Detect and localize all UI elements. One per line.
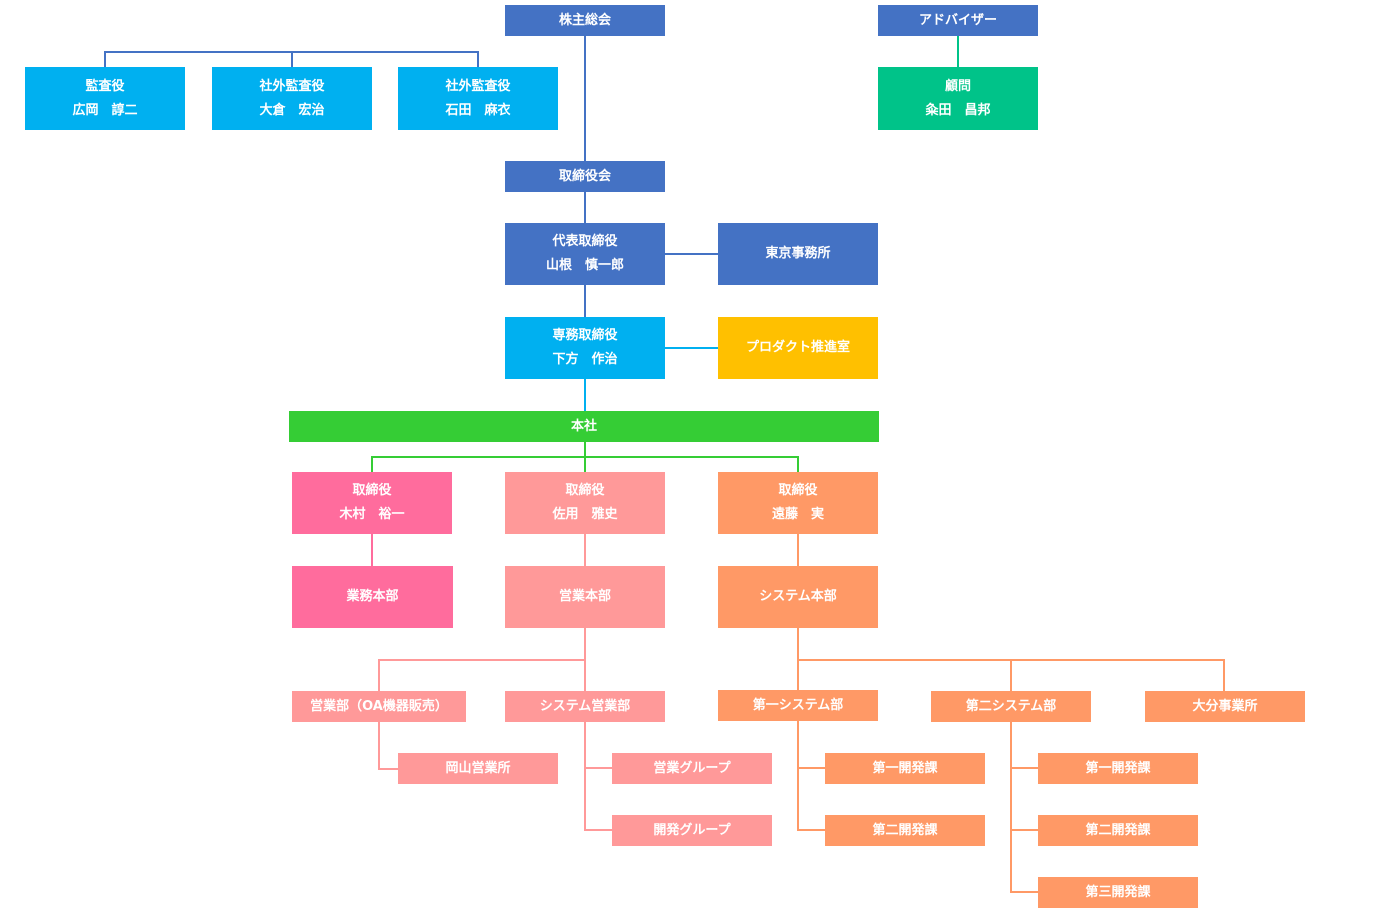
external-auditor-2-box: 社外監査役 石田 麻衣 <box>398 67 558 130</box>
system-sales-dept-box: システム営業部 <box>505 691 665 722</box>
director-1-name: 木村 裕一 <box>339 507 405 522</box>
dev-group-box: 開発グループ <box>612 815 772 846</box>
head-office-box: 本社 <box>289 411 879 442</box>
oita-office-box: 大分事業所 <box>1145 691 1305 722</box>
director-2-title: 取締役 <box>565 483 605 498</box>
director-1-box: 取締役 木村 裕一 <box>292 472 452 534</box>
sales-oa-dept-label: 営業部（OA機器販売） <box>310 698 448 714</box>
shareholders-meeting-label: 株主総会 <box>558 12 611 28</box>
advisor-box: アドバイザー <box>878 5 1038 36</box>
sales-oa-dept-box: 営業部（OA機器販売） <box>292 691 466 722</box>
product-office-label: プロダクト推進室 <box>745 340 850 355</box>
director-2-name: 佐用 雅史 <box>552 507 618 522</box>
shareholders-meeting-box: 株主総会 <box>505 5 665 36</box>
system-dept-1-label: 第一システム部 <box>752 697 844 713</box>
sales-hq-label: 営業本部 <box>558 589 611 604</box>
senior-md-name: 下方 作治 <box>552 352 618 367</box>
counselor-name: 粂田 昌邦 <box>925 102 991 118</box>
sys1-dev-section-1-label: 第一開発課 <box>872 760 938 776</box>
board-label: 取締役会 <box>558 168 611 184</box>
system-hq-box: システム本部 <box>718 566 878 628</box>
connector-sales-tree <box>378 628 612 831</box>
external-auditor-1-name: 大倉 宏治 <box>259 102 325 118</box>
sales-group-label: 営業グループ <box>653 760 731 776</box>
advisor-label: アドバイザー <box>918 12 997 28</box>
sys2-dev-section-1-label: 第一開発課 <box>1085 760 1151 776</box>
director-3-title: 取締役 <box>778 483 818 498</box>
sys2-dev-section-3-box: 第三開発課 <box>1038 877 1198 908</box>
counselor-box: 顧問 粂田 昌邦 <box>878 67 1038 130</box>
sys1-dev-section-1-box: 第一開発課 <box>825 753 985 784</box>
tokyo-office-label: 東京事務所 <box>765 246 831 261</box>
senior-md-title: 専務取締役 <box>552 328 618 343</box>
director-2-box: 取締役 佐用 雅史 <box>505 472 665 534</box>
board-box: 取締役会 <box>505 161 665 192</box>
connector-auditors <box>104 51 479 67</box>
external-auditor-2-name: 石田 麻衣 <box>445 102 511 118</box>
product-office-box: プロダクト推進室 <box>718 317 878 379</box>
connector-head-directors <box>371 442 799 472</box>
sys2-dev-section-2-box: 第二開発課 <box>1038 815 1198 846</box>
auditor-name: 広岡 諄二 <box>72 102 138 118</box>
auditor-title: 監査役 <box>85 78 125 94</box>
system-dept-2-box: 第二システム部 <box>931 691 1091 722</box>
connector-system-tree <box>797 628 1225 893</box>
sys2-dev-section-3-label: 第三開発課 <box>1085 884 1151 900</box>
sys1-dev-section-2-box: 第二開発課 <box>825 815 985 846</box>
sales-hq-box: 営業本部 <box>505 566 665 628</box>
head-office-label: 本社 <box>570 418 597 434</box>
oita-office-label: 大分事業所 <box>1192 698 1258 714</box>
external-auditor-1-title: 社外監査役 <box>259 78 325 94</box>
director-3-name: 遠藤 実 <box>771 507 824 522</box>
okayama-office-label: 岡山営業所 <box>445 760 511 776</box>
ceo-name: 山根 慎一郎 <box>545 258 624 273</box>
sys2-dev-section-1-box: 第一開発課 <box>1038 753 1198 784</box>
ceo-title: 代表取締役 <box>552 234 618 249</box>
senior-md-box: 専務取締役 下方 作治 <box>505 317 665 379</box>
sys2-dev-section-2-label: 第二開発課 <box>1085 822 1151 838</box>
okayama-office-box: 岡山営業所 <box>398 753 558 784</box>
external-auditor-1-box: 社外監査役 大倉 宏治 <box>212 67 372 130</box>
system-dept-2-label: 第二システム部 <box>965 698 1057 714</box>
sales-group-box: 営業グループ <box>612 753 772 784</box>
dev-group-label: 開発グループ <box>653 822 731 838</box>
system-dept-1-box: 第一システム部 <box>718 690 878 721</box>
director-3-box: 取締役 遠藤 実 <box>718 472 878 534</box>
operations-hq-box: 業務本部 <box>292 566 453 628</box>
director-1-title: 取締役 <box>352 483 392 498</box>
counselor-title: 顧問 <box>944 78 971 94</box>
tokyo-office-box: 東京事務所 <box>718 223 878 285</box>
operations-hq-label: 業務本部 <box>346 589 399 604</box>
system-sales-dept-label: システム営業部 <box>539 698 631 714</box>
ceo-box: 代表取締役 山根 慎一郎 <box>505 223 665 285</box>
system-hq-label: システム本部 <box>759 589 837 604</box>
external-auditor-2-title: 社外監査役 <box>445 78 511 94</box>
auditor-box: 監査役 広岡 諄二 <box>25 67 185 130</box>
sys1-dev-section-2-label: 第二開発課 <box>872 822 938 838</box>
